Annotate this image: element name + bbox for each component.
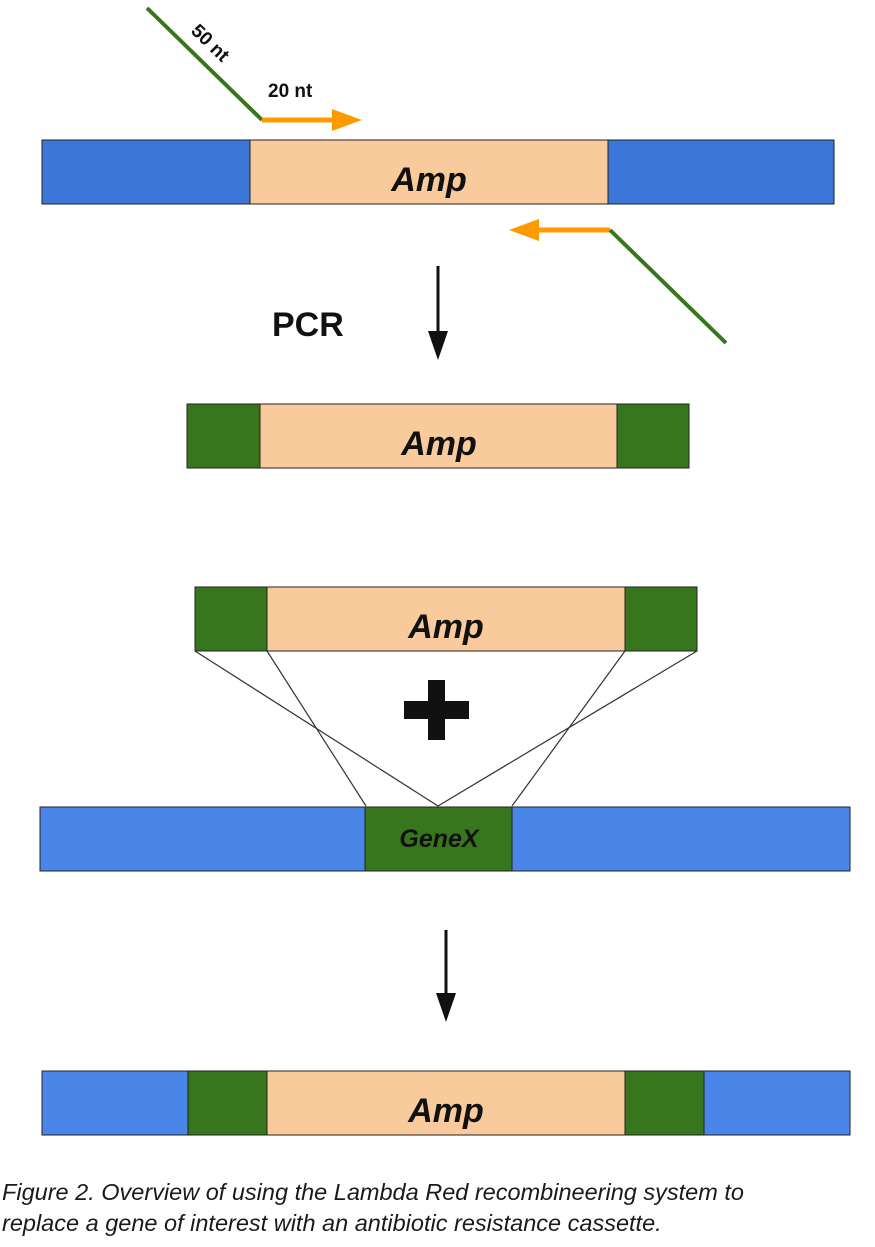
- primer-homology-label: 50 nt: [187, 20, 234, 66]
- result-flank-right: [703, 1070, 851, 1136]
- result-flank-left: [41, 1070, 189, 1136]
- cassette-homology-left: [194, 586, 268, 652]
- pcr-label: PCR: [272, 306, 344, 344]
- plus-icon: [404, 680, 469, 740]
- pcr-product: Amp: [186, 403, 690, 469]
- result-homology-left: [187, 1070, 268, 1136]
- cassette-homology-right: [624, 586, 698, 652]
- pcr-step: PCR: [272, 266, 448, 360]
- reverse-primer: [509, 219, 728, 345]
- result-arrow-head: [436, 993, 456, 1022]
- template-flank-left: [41, 139, 251, 205]
- figure-caption: Figure 2. Overview of using the Lambda R…: [2, 1177, 872, 1239]
- chromosome-flank-right: [511, 806, 851, 872]
- crossover-line-4: [437, 650, 698, 807]
- chromosome-flank-left: [39, 806, 366, 872]
- recombineering-diagram: Amp 50 nt 20 nt PCR Amp Amp: [39, 6, 851, 1136]
- cassette: Amp: [194, 586, 698, 652]
- pcr-product-amp-label: Amp: [400, 425, 477, 463]
- result-construct: Amp: [41, 1070, 851, 1136]
- crossover-lines: [194, 650, 698, 807]
- template-construct: Amp: [41, 139, 835, 205]
- template-amp-label: Amp: [390, 161, 467, 199]
- pcr-product-homology-right: [616, 403, 690, 469]
- cassette-amp-segment: [266, 586, 626, 652]
- chromosome-gene-segment: [364, 806, 513, 872]
- cassette-amp-label: Amp: [407, 608, 484, 646]
- forward-primer-homology-tail: [145, 6, 264, 122]
- result-amp-segment: [266, 1070, 626, 1136]
- pcr-product-amp-segment: [259, 403, 618, 469]
- result-amp-label: Amp: [407, 1092, 484, 1130]
- template-flank-right: [607, 139, 835, 205]
- crossover-line-2: [266, 650, 367, 807]
- primer-priming-label: 20 nt: [268, 81, 313, 102]
- forward-primer-arrowhead: [332, 109, 362, 131]
- gene-label: GeneX: [399, 825, 480, 853]
- pcr-product-homology-left: [186, 403, 261, 469]
- forward-primer: 50 nt 20 nt: [145, 6, 362, 131]
- caption-line-2: replace a gene of interest with an antib…: [2, 1210, 662, 1236]
- template-amp-segment: [249, 139, 609, 205]
- result-step: [436, 930, 456, 1022]
- pcr-arrow-head: [428, 331, 448, 360]
- reverse-primer-arrowhead: [509, 219, 539, 241]
- caption-line-1: Figure 2. Overview of using the Lambda R…: [2, 1179, 744, 1205]
- chromosome: GeneX: [39, 806, 851, 872]
- result-homology-right: [624, 1070, 705, 1136]
- reverse-primer-homology-tail: [608, 228, 728, 345]
